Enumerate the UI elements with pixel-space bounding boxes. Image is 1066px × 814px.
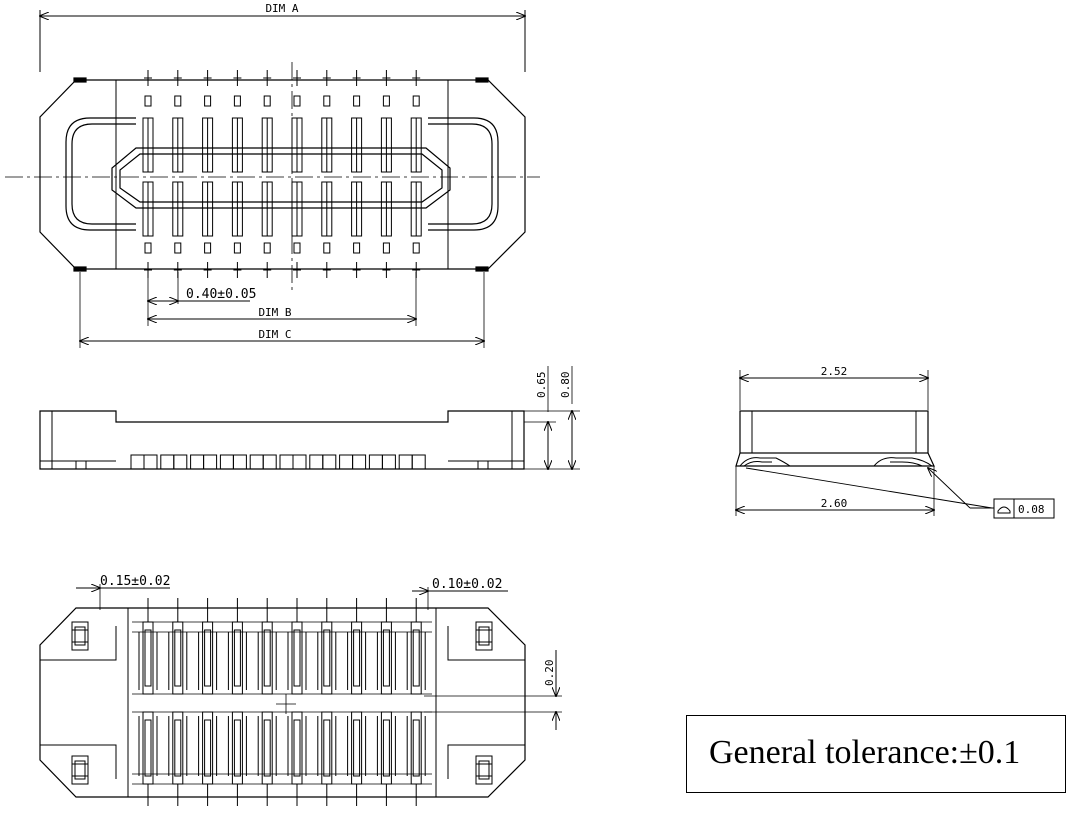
height-080-label: 0.80	[559, 372, 572, 399]
bottom-pin	[168, 598, 188, 806]
width-260-label: 2.60	[821, 497, 848, 510]
top-pin	[142, 70, 154, 278]
top-view-labels: DIM A 0.40±0.05 DIM B DIM C	[186, 2, 299, 341]
width-252-label: 2.52	[821, 365, 848, 378]
bottom-pin	[317, 598, 337, 806]
offset-label: 0.20	[543, 660, 556, 687]
bottom-pin	[347, 598, 367, 806]
corner-pad	[71, 755, 89, 785]
top-pin	[261, 70, 273, 278]
general-tolerance-note: General tolerance:±0.1	[686, 715, 1066, 793]
bottom-pin	[287, 598, 307, 806]
bottom-view	[39, 584, 562, 806]
top-pin	[291, 70, 303, 278]
lead-gap-label: 0.10±0.02	[432, 577, 502, 592]
corner-pad	[475, 755, 493, 785]
side-pin	[249, 454, 277, 470]
dim-c-label: DIM C	[258, 328, 291, 341]
lead-width-label: 0.15±0.02	[100, 574, 170, 589]
general-tolerance-text: General tolerance:±0.1	[709, 734, 1021, 771]
side-pin	[130, 454, 158, 470]
bottom-pin	[376, 598, 396, 806]
corner-pad	[71, 621, 89, 651]
side-view	[39, 366, 580, 470]
side-pin	[160, 454, 188, 470]
flatness-icon	[997, 506, 1011, 514]
side-pin	[219, 454, 247, 470]
end-view	[736, 370, 1055, 519]
top-pin	[410, 70, 422, 278]
bottom-pin	[138, 598, 158, 806]
dim-a-label: DIM A	[265, 2, 298, 15]
top-pin	[380, 70, 392, 278]
top-pin	[202, 70, 214, 278]
bottom-pin	[257, 598, 277, 806]
side-pin	[398, 454, 426, 470]
side-pin	[368, 454, 396, 470]
bottom-pin	[198, 598, 218, 806]
dim-b-label: DIM B	[258, 306, 291, 319]
top-pin	[231, 70, 243, 278]
corner-pad	[475, 621, 493, 651]
height-065-label: 0.65	[535, 372, 548, 399]
top-view	[5, 10, 540, 348]
side-pin	[309, 454, 337, 470]
side-pin	[279, 454, 307, 470]
side-pin	[190, 454, 218, 470]
top-pin	[172, 70, 184, 278]
connector-drawing: DIM A 0.40±0.05 DIM B DIM C 0.65 0.80	[5, 2, 1055, 806]
top-pin	[351, 70, 363, 278]
side-pin	[339, 454, 367, 470]
pitch-label: 0.40±0.05	[186, 287, 256, 302]
bottom-pin	[406, 598, 426, 806]
flatness-value: 0.08	[1018, 503, 1045, 516]
top-pin	[321, 70, 333, 278]
bottom-pin	[227, 598, 247, 806]
